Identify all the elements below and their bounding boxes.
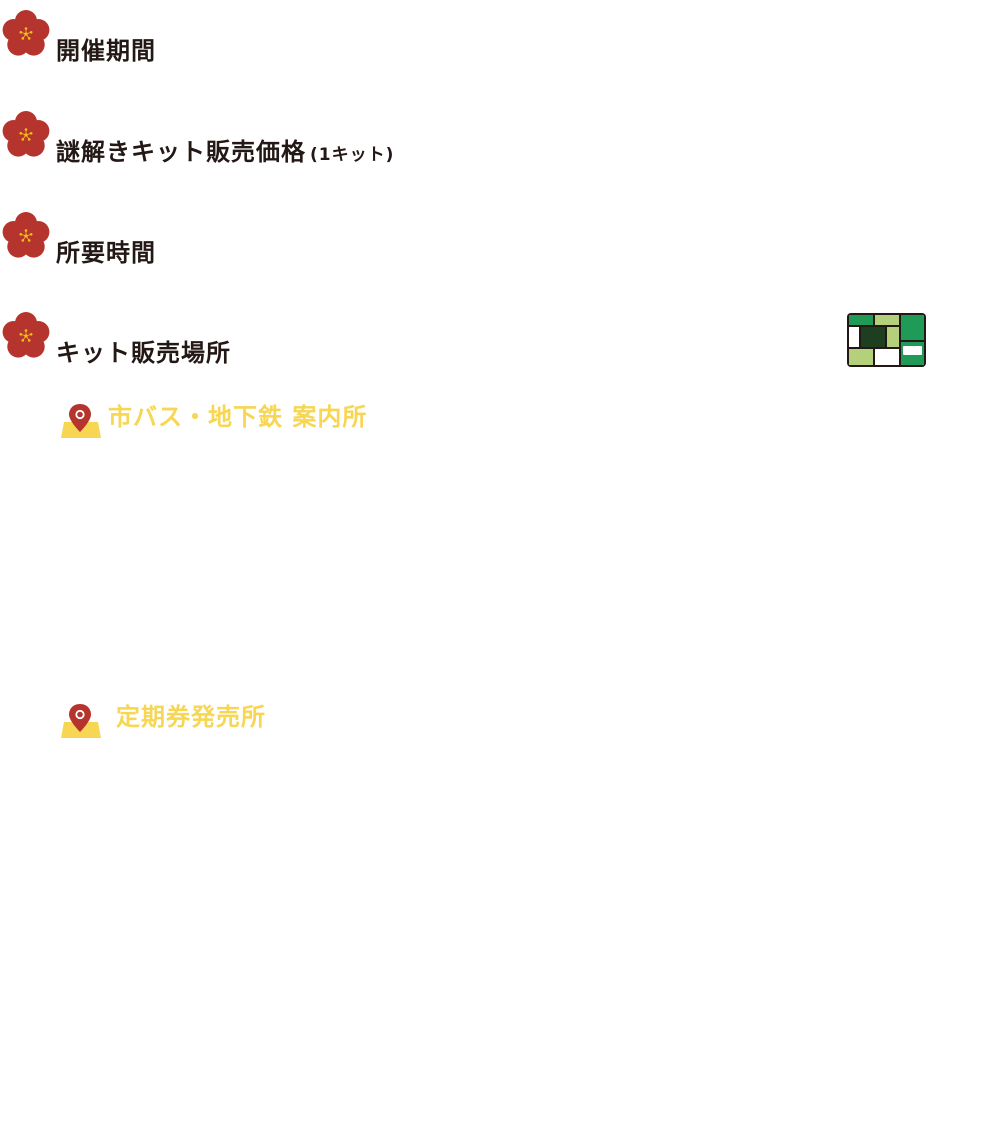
section-heading-sub: (1キット) — [310, 145, 395, 165]
place-label: 市バス・地下鉄 案内所 — [108, 403, 368, 431]
plum-blossom-icon — [2, 312, 50, 359]
section-heading-text: 謎解きキット販売価格 — [56, 138, 306, 166]
section-heading: キット販売場所 — [56, 339, 231, 367]
place-label: 定期券発売所 — [116, 703, 266, 731]
plum-blossom-icon — [2, 10, 50, 56]
section-heading: 謎解きキット販売価格(1キット) — [56, 137, 394, 170]
station-map-icon — [847, 313, 926, 367]
plum-blossom-icon — [2, 212, 50, 259]
plum-blossom-icon — [2, 111, 50, 158]
map-pin-icon — [61, 704, 101, 738]
section-heading: 所要時間 — [56, 239, 156, 267]
section-heading: 開催期間 — [56, 37, 156, 65]
map-pin-icon — [61, 404, 101, 438]
